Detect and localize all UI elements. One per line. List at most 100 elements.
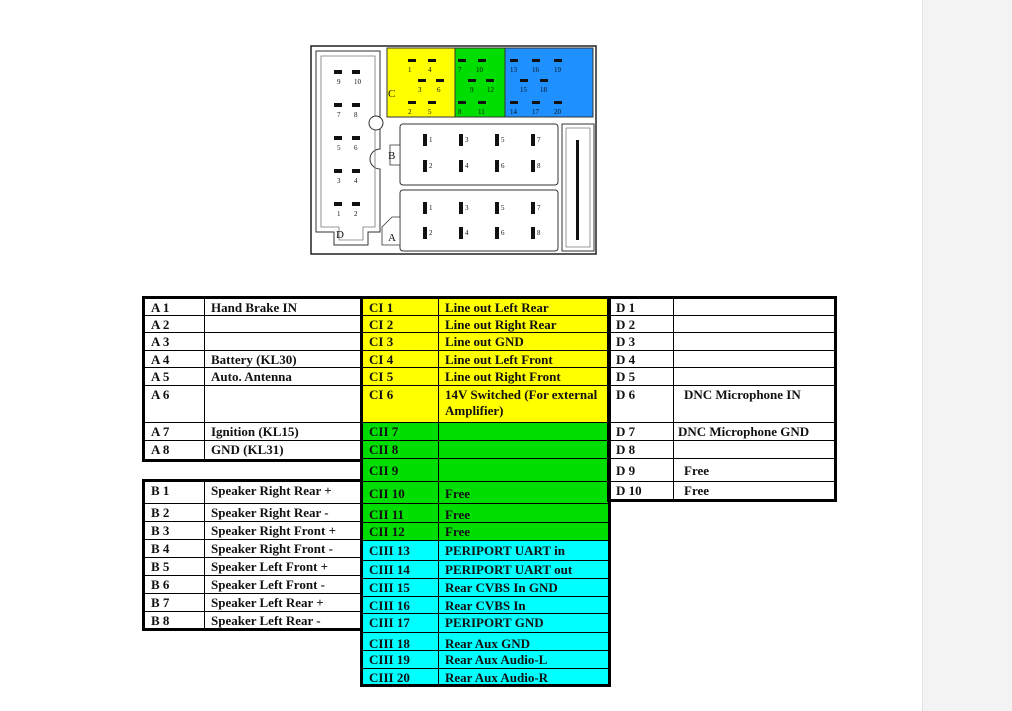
d-pin bbox=[352, 169, 360, 173]
pin-function: Speaker Left Rear + bbox=[211, 595, 324, 610]
pin-table-c: CI 1 Line out Left Rear CI 2 Line out Ri… bbox=[360, 296, 611, 687]
pin-function: Hand Brake IN bbox=[211, 300, 297, 315]
pin-id: B 8 bbox=[145, 612, 205, 628]
pin-id: CIII 15 bbox=[363, 579, 439, 596]
table-row: B 2 Speaker Right Rear - bbox=[145, 504, 361, 522]
pin-id: B 5 bbox=[145, 558, 205, 575]
d-pin-label: 2 bbox=[354, 210, 358, 218]
c-pin-label: 19 bbox=[554, 66, 562, 74]
block-d-inner bbox=[320, 55, 376, 241]
table-row: CIII 13 PERIPORT UART in bbox=[363, 541, 608, 561]
c-pin bbox=[510, 101, 518, 104]
table-row: CIII 19 Rear Aux Audio-L bbox=[363, 651, 608, 669]
block-a-tab bbox=[381, 216, 401, 246]
c-pin-label: 5 bbox=[428, 108, 432, 116]
a-pin bbox=[495, 202, 499, 214]
c-pin-label: 3 bbox=[418, 86, 422, 94]
pin-id: CI 3 bbox=[363, 333, 439, 350]
pin-function: Rear CVBS In GND bbox=[445, 580, 558, 595]
c-pin-label: 7 bbox=[458, 66, 462, 74]
table-row: CII 7 bbox=[363, 423, 608, 441]
pin-id: D 10 bbox=[610, 482, 674, 499]
pin-function: Line out Left Front bbox=[445, 352, 553, 367]
c-pin-label: 4 bbox=[428, 66, 432, 74]
pin-function: 14V Switched (For external Amplifier) bbox=[445, 387, 598, 418]
c-pin-label: 20 bbox=[554, 108, 562, 116]
table-row: A 2 bbox=[145, 316, 361, 333]
pin-id: CII 9 bbox=[363, 459, 439, 481]
pin-id: CII 11 bbox=[363, 504, 439, 522]
d-pin-label: 10 bbox=[354, 78, 362, 86]
table-row: A 6 bbox=[145, 386, 361, 423]
table-row: B 6 Speaker Left Front - bbox=[145, 576, 361, 594]
pin-id: CI 2 bbox=[363, 316, 439, 332]
pin-id: A 4 bbox=[145, 351, 205, 367]
pin-function: Speaker Right Rear - bbox=[211, 505, 329, 520]
yellow-pins: 1 4 3 6 2 5 bbox=[408, 59, 444, 116]
b-pin bbox=[531, 160, 535, 172]
pin-function: Speaker Right Rear + bbox=[211, 483, 332, 498]
d-pins: 9 10 7 8 5 6 3 4 1 2 bbox=[334, 70, 362, 218]
d-pin bbox=[352, 202, 360, 206]
c-pin bbox=[554, 101, 562, 104]
table-row: D 7 DNC Microphone GND bbox=[610, 423, 834, 441]
b-pin-label: 6 bbox=[501, 162, 505, 170]
table-row: D 4 bbox=[610, 351, 834, 368]
b-pin bbox=[459, 160, 463, 172]
pin-id: D 2 bbox=[610, 316, 674, 332]
pin-function bbox=[205, 333, 361, 350]
pin-function: DNC Microphone IN bbox=[684, 387, 801, 402]
c-pin bbox=[510, 59, 518, 62]
pin-function: Line out Right Rear bbox=[445, 317, 557, 332]
right-slot-bar bbox=[576, 140, 579, 240]
c-pin-label: 9 bbox=[470, 86, 474, 94]
d-pin-label: 3 bbox=[337, 177, 341, 185]
pin-id: D 1 bbox=[610, 299, 674, 315]
b-pin bbox=[495, 134, 499, 146]
label-b: B bbox=[388, 150, 395, 162]
table-row: CI 1 Line out Left Rear bbox=[363, 299, 608, 316]
b-pin-label: 4 bbox=[465, 162, 469, 170]
pin-function bbox=[439, 459, 608, 481]
table-row: CIII 14 PERIPORT UART out bbox=[363, 561, 608, 579]
d-pin bbox=[334, 202, 342, 206]
d-pin-label: 4 bbox=[354, 177, 358, 185]
pin-function: Rear Aux Audio-L bbox=[445, 652, 548, 667]
table-row: B 8 Speaker Left Rear - bbox=[145, 612, 361, 628]
b-pin bbox=[423, 134, 427, 146]
a-pin bbox=[423, 227, 427, 239]
c-pin-label: 6 bbox=[437, 86, 441, 94]
c-pin-label: 1 bbox=[408, 66, 412, 74]
pin-id: CIII 13 bbox=[363, 541, 439, 560]
pin-table-a: A 1 Hand Brake IN A 2 A 3 A 4 Battery (K… bbox=[142, 296, 364, 462]
pin-id: B 3 bbox=[145, 522, 205, 539]
b-pin-label: 1 bbox=[429, 136, 433, 144]
pin-function bbox=[674, 368, 834, 385]
table-row: A 8 GND (KL31) bbox=[145, 441, 361, 459]
a-pin bbox=[531, 227, 535, 239]
pin-id: D 9 bbox=[610, 459, 674, 481]
pin-function: Free bbox=[684, 463, 710, 478]
pin-function: PERIPORT UART in bbox=[445, 543, 565, 558]
pin-id: CIII 19 bbox=[363, 651, 439, 668]
label-a: A bbox=[388, 232, 396, 244]
c-pin bbox=[478, 101, 486, 104]
label-c: C bbox=[388, 88, 395, 100]
table-row: CII 8 bbox=[363, 441, 608, 459]
block-b-tab bbox=[389, 144, 401, 166]
table-row: D 3 bbox=[610, 333, 834, 351]
table-row: B 7 Speaker Left Rear + bbox=[145, 594, 361, 612]
c-pin bbox=[458, 101, 466, 104]
pin-function bbox=[205, 316, 361, 332]
table-row: D 1 bbox=[610, 299, 834, 316]
table-row: CII 9 bbox=[363, 459, 608, 482]
pin-id: B 7 bbox=[145, 594, 205, 611]
pin-id: D 3 bbox=[610, 333, 674, 350]
table-row: D 2 bbox=[610, 316, 834, 333]
c-pin bbox=[554, 59, 562, 62]
d-pin-label: 1 bbox=[337, 210, 341, 218]
b-pin-label: 7 bbox=[537, 136, 541, 144]
d-pin bbox=[334, 70, 342, 74]
c-pin-label: 8 bbox=[458, 108, 462, 116]
pin-function: Ignition (KL15) bbox=[211, 424, 299, 439]
